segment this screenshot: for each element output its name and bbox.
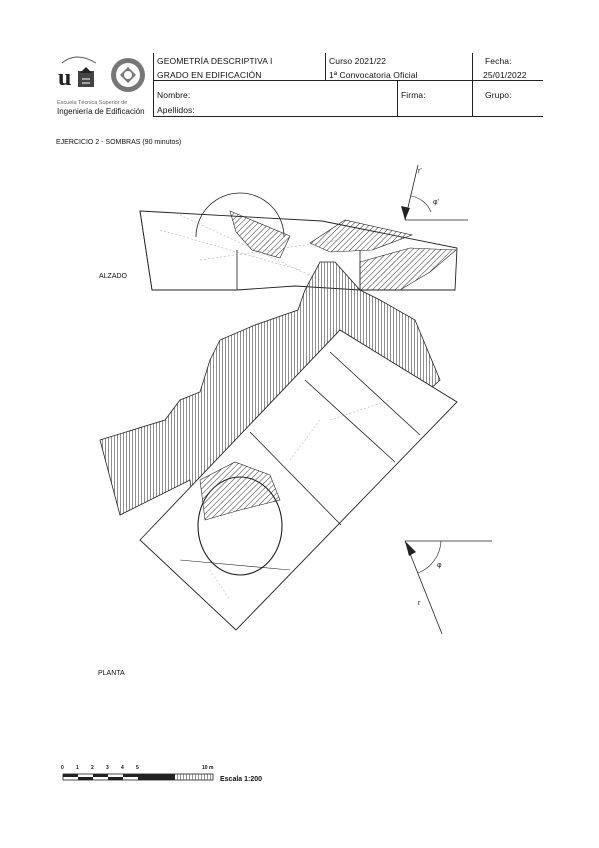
call-text: 1ª Convocatoria Oficial [329, 70, 418, 80]
surname-label: Apellidos: [157, 105, 195, 115]
group-label: Grupo: [485, 90, 512, 100]
ray-plan-label: r [418, 600, 421, 607]
header-divider-vertical [472, 53, 473, 117]
elevation-label: ALZADO [99, 273, 128, 280]
light-direction-elevation [401, 164, 468, 221]
svg-text:u: u [58, 65, 71, 91]
elevation-shadow [309, 219, 414, 253]
logo-school-text: Escuela Técnica Superior de [57, 100, 128, 106]
header-divider-vertical [153, 53, 154, 117]
university-seal-icon: u [58, 56, 145, 92]
angle-elevation-label: φ' [433, 199, 439, 206]
scale-tick: 1 [76, 765, 79, 771]
plan-label: PLANTA [98, 670, 125, 677]
scale-tick: 0 [61, 765, 64, 771]
elevation-shadow [359, 247, 457, 291]
exam-header: u Escuela Técnica Superior de Ingeniería… [56, 53, 543, 117]
header-bottom-line [153, 116, 543, 117]
header-divider-horizontal [153, 80, 543, 81]
plan-slab [139, 329, 458, 631]
signature-label: Firma: [401, 90, 426, 100]
plan-view [139, 329, 458, 631]
scale-tick: 10 m [202, 765, 214, 771]
date-value: 25/01/2022 [483, 70, 527, 80]
name-label: Nombre: [157, 90, 191, 100]
header-divider-vertical [325, 53, 326, 80]
elevation-view [139, 192, 458, 291]
light-direction-plan [404, 540, 492, 635]
scale-tick: 3 [106, 765, 109, 771]
degree-text: GRADO EN EDIFICACIÓN [157, 70, 262, 80]
subject-text: GEOMETRÍA DESCRIPTIVA I [157, 56, 273, 66]
exercise-title: EJERCICIO 2 - SOMBRAS (90 minutos) [56, 139, 182, 146]
ray-elevation-label: r' [418, 168, 422, 175]
elevation-arch [195, 192, 285, 238]
scale-tick: 4 [121, 765, 124, 771]
university-logo: u Escuela Técnica Superior de Ingeniería… [56, 53, 153, 117]
header-divider-vertical [397, 80, 398, 117]
course-text: Curso 2021/22 [329, 56, 387, 66]
logo-faculty-text: Ingeniería de Edificación [57, 107, 145, 116]
scale-label: Escala 1:200 [220, 776, 263, 783]
elevation-shadow [229, 210, 291, 259]
angle-plan-label: φ [437, 562, 442, 569]
scale-tick: 2 [91, 765, 94, 771]
scale-tick: 5 [136, 765, 139, 771]
scale-bar [62, 773, 214, 781]
plan-shadow [199, 461, 281, 521]
date-label: Fecha: [485, 56, 512, 66]
